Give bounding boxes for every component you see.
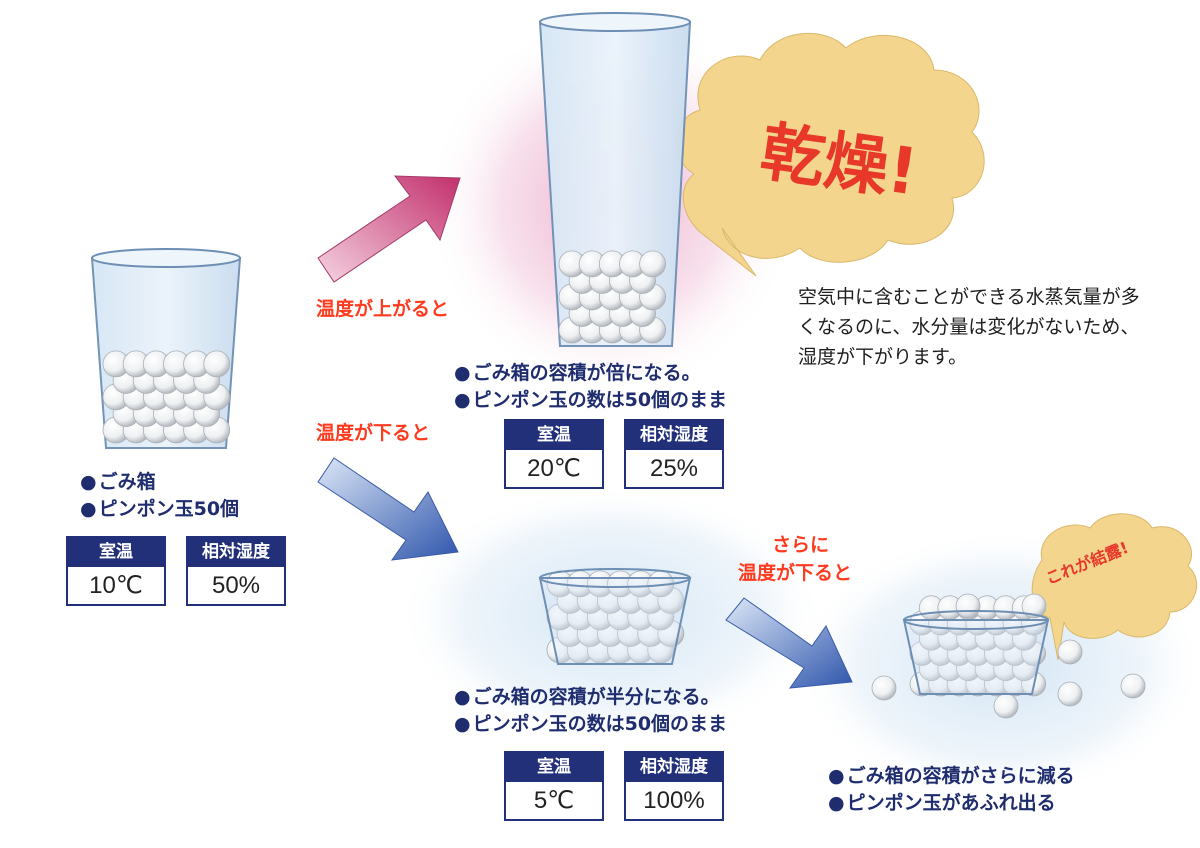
ping-pong-ball: [871, 675, 897, 701]
initial-temp-box: 室温 10℃: [66, 536, 166, 606]
fall-humidity-box: 相対湿度 100%: [624, 751, 724, 821]
temp-value: 20℃: [527, 455, 581, 482]
initial-bullet-2: ピンポン玉50個: [80, 496, 239, 522]
arrow-further-blue: [725, 597, 853, 689]
dry-thought-bubble: [675, 32, 985, 277]
rise-explanation: 空気中に含むことができる水蒸気量が多くなるのに、水分量は変化がないため、湿度が下…: [798, 286, 1140, 368]
fall-temp-box: 室温 5℃: [504, 751, 604, 821]
initial-humidity-box: 相対湿度 50%: [186, 536, 286, 606]
humidity-value: 100%: [643, 787, 705, 814]
rise-bullet-1: ごみ箱の容積が倍になる。: [454, 360, 701, 386]
humidity-value: 50%: [211, 572, 261, 599]
rise-arrow-label: 温度が上がると: [316, 298, 450, 320]
ping-pong-ball: [1120, 673, 1146, 699]
ping-pong-ball: [1057, 681, 1083, 707]
overflow-balls: [871, 593, 1146, 719]
arrow-up-pink: [317, 175, 461, 283]
humidity-value: 25%: [649, 455, 699, 482]
rise-humidity-box: 相対湿度 25%: [624, 419, 724, 489]
fall-bullet-2: ピンポン玉の数は50個のまま: [454, 711, 727, 737]
initial-bullet-1: ごみ箱: [80, 469, 156, 495]
ping-pong-ball: [955, 593, 981, 619]
ping-pong-ball: [203, 350, 231, 378]
rise-bullet-2: ピンポン玉の数は50個のまま: [454, 387, 727, 413]
temp-label: 室温: [506, 753, 602, 782]
temp-label: 室温: [506, 421, 602, 450]
fall-arrow-label: 温度が下ると: [316, 422, 431, 444]
smallest-bin: [902, 619, 1050, 695]
arrow-down-blue: [317, 457, 459, 561]
temp-value: 10℃: [89, 572, 143, 599]
rise-temp-box: 室温 20℃: [504, 419, 604, 489]
ping-pong-ball: [993, 693, 1019, 719]
humidity-label: 相対湿度: [626, 421, 722, 450]
temp-label: 室温: [68, 538, 164, 567]
further-arrow-label-2: 温度が下ると: [738, 562, 853, 584]
ping-pong-ball: [1021, 593, 1047, 619]
further-arrow-label-1: さらに: [772, 534, 830, 556]
further-bullet-2: ピンポン玉があふれ出る: [828, 790, 1056, 816]
initial-balls: [102, 350, 231, 444]
expanded-balls: [558, 250, 666, 344]
temp-value: 5℃: [533, 787, 575, 814]
shrunken-bin: [538, 577, 692, 665]
humidity-label: 相対湿度: [188, 538, 284, 567]
further-bullet-1: ごみ箱の容積がさらに減る: [828, 763, 1075, 789]
ping-pong-ball: [639, 250, 666, 278]
humidity-label: 相対湿度: [626, 753, 722, 782]
fall-bullet-1: ごみ箱の容積が半分になる。: [454, 684, 720, 710]
ping-pong-ball: [1057, 639, 1083, 665]
dew-thought-bubble: [1031, 513, 1198, 661]
